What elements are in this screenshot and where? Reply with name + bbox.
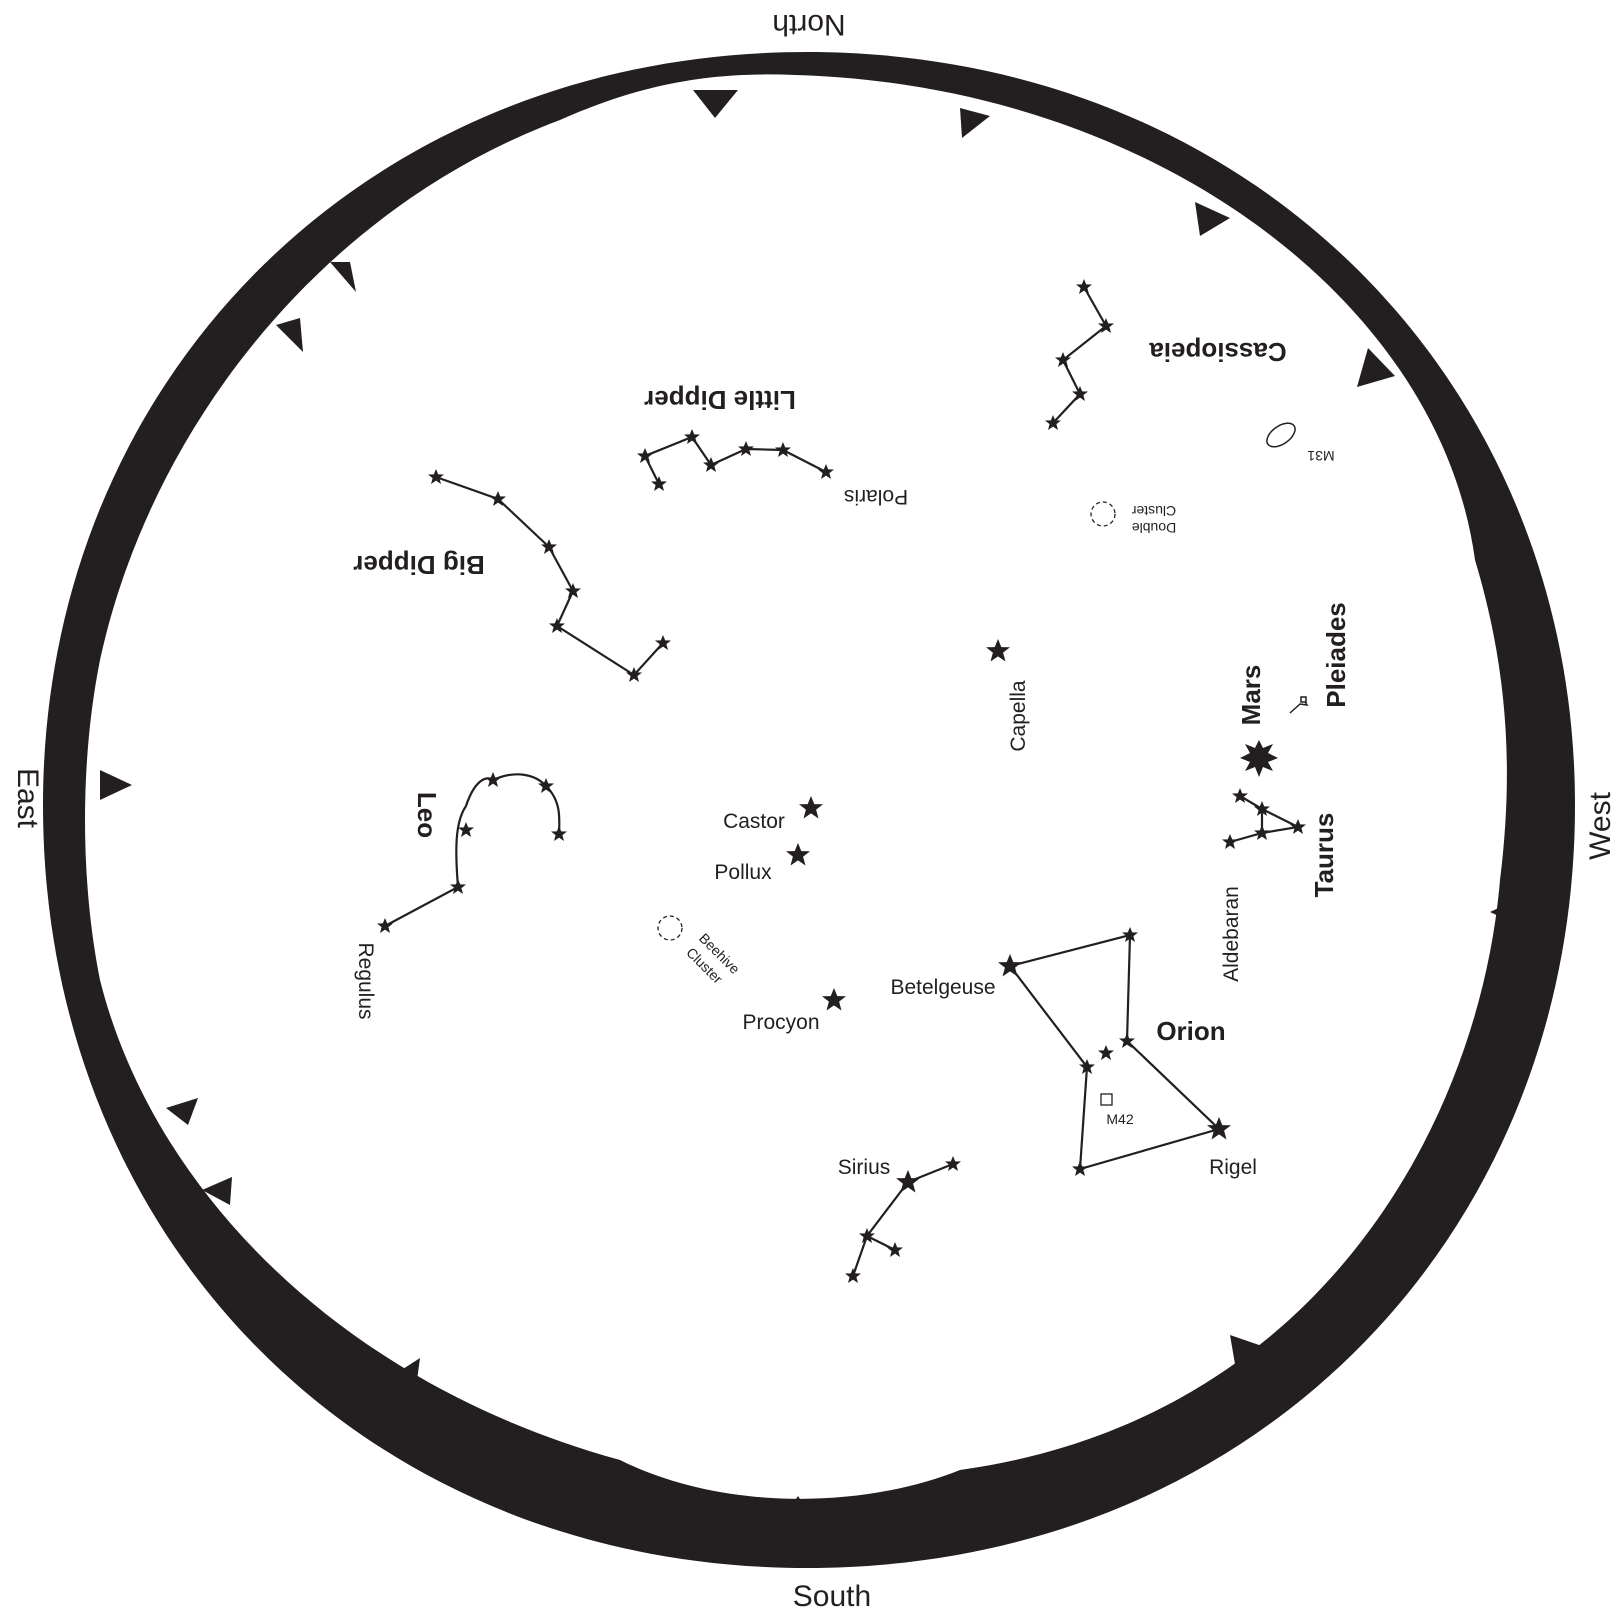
star-pollux bbox=[786, 843, 810, 866]
label-m42: M42 bbox=[1106, 1111, 1133, 1127]
arrow-wsw bbox=[1484, 968, 1512, 1005]
star-marker bbox=[637, 448, 653, 463]
m31-galaxy-marker bbox=[1266, 422, 1296, 448]
constellation-taurus bbox=[1222, 788, 1306, 849]
arrow-ne bbox=[1195, 202, 1230, 236]
star-marker bbox=[887, 1242, 903, 1257]
label-leo: Leo bbox=[412, 792, 442, 838]
label-little-dipper: Little Dipper bbox=[644, 385, 796, 415]
arrow-sw bbox=[1230, 1335, 1262, 1370]
arrow-east bbox=[100, 770, 132, 800]
m42-nebula-marker bbox=[1100, 1093, 1113, 1106]
star-marker bbox=[428, 469, 444, 484]
label-procyon: Procyon bbox=[742, 1011, 819, 1034]
label-castor: Castor bbox=[723, 810, 785, 833]
constellation-leo bbox=[377, 772, 567, 933]
label-pleiades: Pleiades bbox=[1321, 602, 1351, 708]
label-pollux: Pollux bbox=[714, 861, 772, 884]
label-orion: Orion bbox=[1156, 1016, 1225, 1046]
label-aldebaran: Aldebaran bbox=[1220, 886, 1243, 982]
pleiades-cluster bbox=[1289, 696, 1309, 714]
label-mars: Mars bbox=[1236, 665, 1266, 726]
label-west: West bbox=[1584, 791, 1615, 859]
star-procyon bbox=[822, 988, 846, 1011]
star-marker bbox=[651, 476, 667, 491]
label-betelgeuse: Betelgeuse bbox=[890, 976, 995, 999]
star-marker bbox=[845, 1268, 861, 1283]
star-marker bbox=[565, 583, 581, 598]
mars-marker bbox=[1240, 740, 1278, 777]
constellation-orion bbox=[998, 927, 1231, 1176]
star-marker bbox=[1098, 1045, 1114, 1060]
label-rigel: Rigel bbox=[1209, 1156, 1257, 1179]
star-marker bbox=[1232, 788, 1248, 803]
arrow-south bbox=[778, 1496, 818, 1526]
star-marker bbox=[551, 826, 567, 841]
star-marker bbox=[1290, 819, 1306, 834]
label-m31: M31 bbox=[1307, 448, 1334, 464]
star-castor bbox=[799, 796, 823, 819]
star-polaris bbox=[818, 464, 834, 479]
arrow-west bbox=[1490, 896, 1524, 928]
star-marker bbox=[684, 429, 700, 444]
arrow-sse bbox=[386, 1358, 420, 1395]
label-south: South bbox=[793, 1580, 871, 1610]
star-capella bbox=[986, 639, 1010, 662]
label-polaris: Polaris bbox=[844, 485, 908, 508]
arrow-ssw bbox=[990, 1465, 1020, 1498]
star-sirius bbox=[896, 1170, 920, 1193]
arrow-ese bbox=[166, 1098, 198, 1125]
star-marker bbox=[1076, 279, 1092, 294]
label-taurus: Taurus bbox=[1309, 813, 1339, 898]
label-regulus: Regulus bbox=[354, 942, 377, 1019]
arrow-se bbox=[202, 1177, 232, 1205]
arrow-north bbox=[693, 90, 738, 118]
horizon-arrows bbox=[100, 90, 1524, 1526]
star-marker bbox=[703, 457, 719, 472]
star-betelgeuse bbox=[998, 954, 1022, 977]
label-north: North bbox=[772, 8, 845, 41]
star-marker bbox=[458, 822, 474, 837]
arrow-ene bbox=[1357, 348, 1395, 387]
star-marker bbox=[450, 879, 466, 894]
label-cassiopeia: Cassiopeia bbox=[1149, 337, 1287, 367]
label-big-dipper: Big Dipper bbox=[353, 550, 484, 580]
label-double-cluster-1: Double bbox=[1132, 520, 1177, 536]
constellation-little-dipper bbox=[637, 429, 834, 491]
beehive-cluster-marker bbox=[657, 915, 683, 941]
label-capella: Capella bbox=[1007, 680, 1030, 752]
label-sirius: Sirius bbox=[838, 1156, 891, 1179]
arrow-nw-1 bbox=[276, 318, 303, 352]
star-marker bbox=[945, 1156, 961, 1171]
label-east: East bbox=[11, 768, 44, 829]
constellation-big-dipper bbox=[428, 469, 671, 682]
arrow-nne bbox=[960, 108, 990, 138]
arrow-nw-2 bbox=[330, 262, 356, 292]
star-regulus bbox=[377, 918, 393, 933]
label-double-cluster-2: Cluster bbox=[1131, 503, 1176, 519]
constellation-canis-major bbox=[845, 1156, 961, 1283]
double-cluster-marker bbox=[1090, 501, 1116, 527]
constellation-cassiopeia bbox=[1045, 279, 1114, 430]
